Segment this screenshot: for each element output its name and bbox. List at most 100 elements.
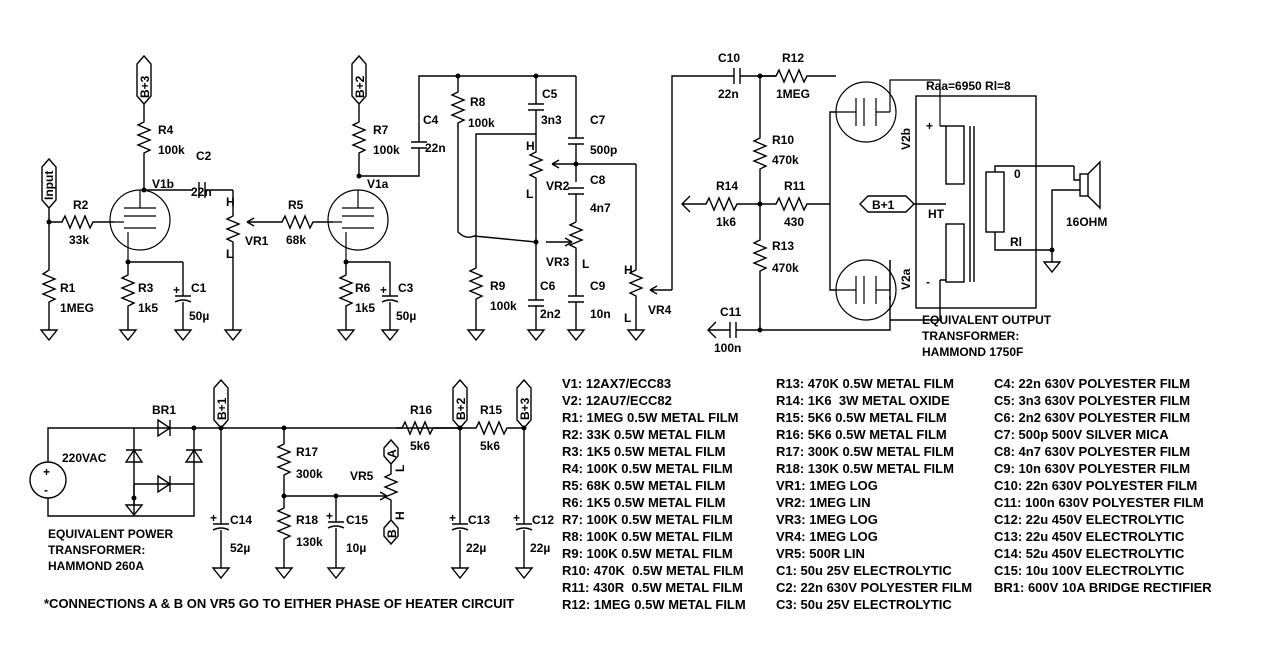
r3-value: 1k5 (138, 301, 158, 315)
c3-value: 50µ (396, 309, 416, 323)
bom-column-1: V1: 12AX7/ECC83 V2: 12AU7/ECC82 R1: 1MEG… (562, 376, 746, 612)
r4-value: 100k (158, 143, 185, 157)
r4-label: R4 (158, 123, 174, 137)
vr5-h: H (393, 511, 407, 520)
vr3-l: L (582, 257, 589, 271)
r11-value: 430 (784, 215, 804, 229)
r12-value: 1MEG (776, 87, 810, 101)
c1-plus: + (173, 283, 180, 297)
c1-value: 50µ (189, 309, 209, 323)
rl-label: Rl (1010, 235, 1022, 249)
c15-plus: + (326, 509, 333, 523)
r5-label: R5 (288, 198, 304, 212)
bplus2-psu-label: B+2 (454, 397, 468, 420)
r2-label: R2 (73, 198, 89, 212)
c6-label: C6 (540, 279, 556, 293)
ht-label: HT (928, 207, 945, 221)
vr5-label: VR5 (350, 469, 374, 483)
c3-plus: + (380, 283, 387, 297)
r10-value: 470k (772, 153, 799, 167)
r14-label: R14 (716, 179, 738, 193)
c3-label: C3 (398, 281, 414, 295)
br1-label: BR1 (152, 403, 176, 417)
bplus3-amp-label: B+3 (138, 75, 152, 98)
bplus1-ht-label: B+1 (872, 198, 895, 212)
c13-label: C13 (468, 513, 490, 527)
r18-label: R18 (296, 513, 318, 527)
second-stage: V1a B+2 R7 100k C4 22n R6 1k5 + C3 50µ (327, 54, 576, 341)
r16-label: R16 (410, 403, 432, 417)
vr5-l: L (393, 465, 407, 472)
c9-label: C9 (590, 279, 606, 293)
r17-value: 300k (296, 467, 323, 481)
r7-value: 100k (373, 143, 400, 157)
c14-label: C14 (230, 513, 252, 527)
r13-label: R13 (772, 239, 794, 253)
c12-label: C12 (532, 513, 554, 527)
v2b-label: V2b (899, 128, 913, 150)
minus-sign: - (926, 275, 930, 289)
vr4-l: L (624, 311, 631, 325)
plus-sign: + (926, 119, 933, 133)
c14-plus: + (210, 511, 217, 525)
c6-value: 2n2 (540, 307, 561, 321)
c4-label: C4 (423, 113, 439, 127)
zero-label: 0 (1014, 167, 1021, 181)
c9-value: 10n (590, 307, 611, 321)
vr1-label: VR1 (245, 234, 269, 248)
c13-value: 22µ (466, 541, 486, 555)
c7-value: 500p (590, 143, 617, 157)
c12-plus: + (513, 511, 520, 525)
input-stage: Input R1 1MEG R2 33k V1b B+3 R4 100k C2 … (40, 54, 333, 341)
r12-label: R12 (782, 51, 804, 65)
vac-label: 220VAC (62, 451, 107, 465)
c4-value: 22n (425, 141, 446, 155)
c8-label: C8 (590, 173, 606, 187)
r8-label: R8 (470, 95, 486, 109)
vr1-l: L (226, 247, 233, 261)
r16-value: 5k6 (410, 439, 430, 453)
c5-label: C5 (542, 87, 558, 101)
c2-label: C2 (196, 149, 212, 163)
vr5-term-b: B (385, 529, 399, 538)
c8-value: 4n7 (590, 201, 611, 215)
r7-label: R7 (373, 123, 389, 137)
bom-column-3: C4: 22n 630V POLYESTER FILM C5: 3n3 630V… (994, 376, 1212, 595)
r13-value: 470k (772, 261, 799, 275)
c11-value: 100n (714, 341, 741, 355)
bom-column-2: R13: 470K 0.5W METAL FILM R14: 1K6 3W ME… (776, 376, 973, 612)
tone-stack: R8 100k R9 100k C5 3n3 H L VR2 C6 2n2 C7… (450, 73, 728, 341)
c13-plus: + (449, 511, 456, 525)
c15-value: 10µ (346, 541, 366, 555)
vr3-label: VR3 (546, 255, 570, 269)
bplus3-psu-label: B+3 (518, 397, 532, 420)
ac-minus: - (44, 483, 48, 497)
r14-value: 1k6 (716, 215, 736, 229)
r1-value: 1MEG (60, 301, 94, 315)
v1b-label: V1b (152, 177, 174, 191)
r18-value: 130k (296, 535, 323, 549)
vr4-label: VR4 (648, 303, 672, 317)
c7-label: C7 (590, 113, 606, 127)
vr4-h: H (624, 263, 633, 277)
r2-value: 33k (69, 233, 89, 247)
r1-label: R1 (60, 281, 76, 295)
v2a-label: V2a (899, 268, 913, 290)
c12-value: 22µ (530, 541, 550, 555)
v1a-label: V1a (367, 177, 389, 191)
c1-label: C1 (191, 281, 207, 295)
c11-label: C11 (720, 305, 742, 319)
r9-value: 100k (490, 299, 517, 313)
c14-value: 52µ (230, 541, 250, 555)
output-stage: C10 22n R12 1MEG R10 470k R14 1k6 R11 43… (681, 51, 1107, 359)
vr2-l: L (526, 187, 533, 201)
r15-label: R15 (480, 403, 502, 417)
r6-value: 1k5 (355, 301, 375, 315)
r9-label: R9 (490, 279, 506, 293)
bplus1-psu-label: B+1 (215, 397, 229, 420)
vr5-term-a: A (385, 449, 399, 458)
